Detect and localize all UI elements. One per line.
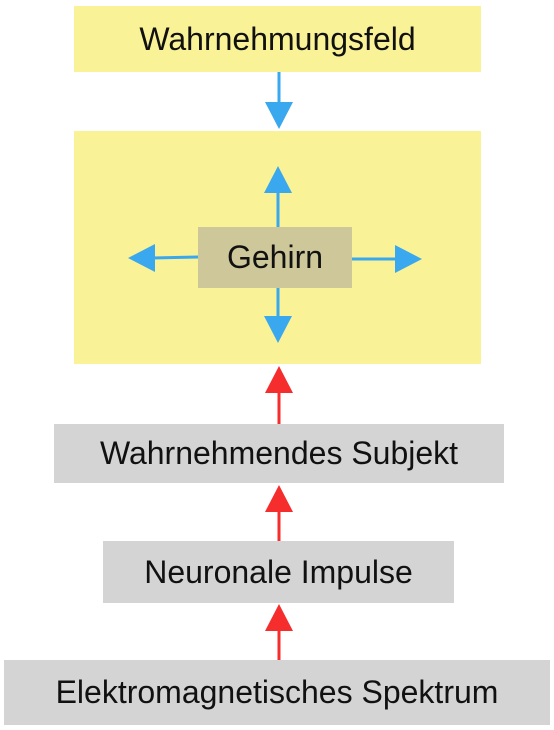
impulse-box: Neuronale Impulse — [103, 541, 454, 603]
spektrum-box: Elektromagnetisches Spektrum — [4, 660, 550, 725]
subjekt-box: Wahrnehmendes Subjekt — [54, 424, 504, 483]
arrow-field-to-brain — [265, 72, 293, 129]
arrow-subjekt-to-brain — [265, 366, 293, 424]
gehirn-box: Gehirn — [198, 227, 352, 288]
wahrnehmungsfeld-label: Wahrnehmungsfeld — [139, 20, 416, 57]
gehirn-label: Gehirn — [226, 239, 324, 275]
subjekt-label: Wahrnehmendes Subjekt — [99, 435, 459, 471]
arrow-spektrum-to-impulse — [265, 604, 293, 660]
wahrnehmungsfeld-box: Wahrnehmungsfeld — [74, 6, 481, 72]
impulse-label: Neuronale Impulse — [144, 553, 413, 590]
arrow-impulse-to-subjekt — [265, 485, 293, 541]
spektrum-label: Elektromagnetisches Spektrum — [55, 674, 499, 710]
